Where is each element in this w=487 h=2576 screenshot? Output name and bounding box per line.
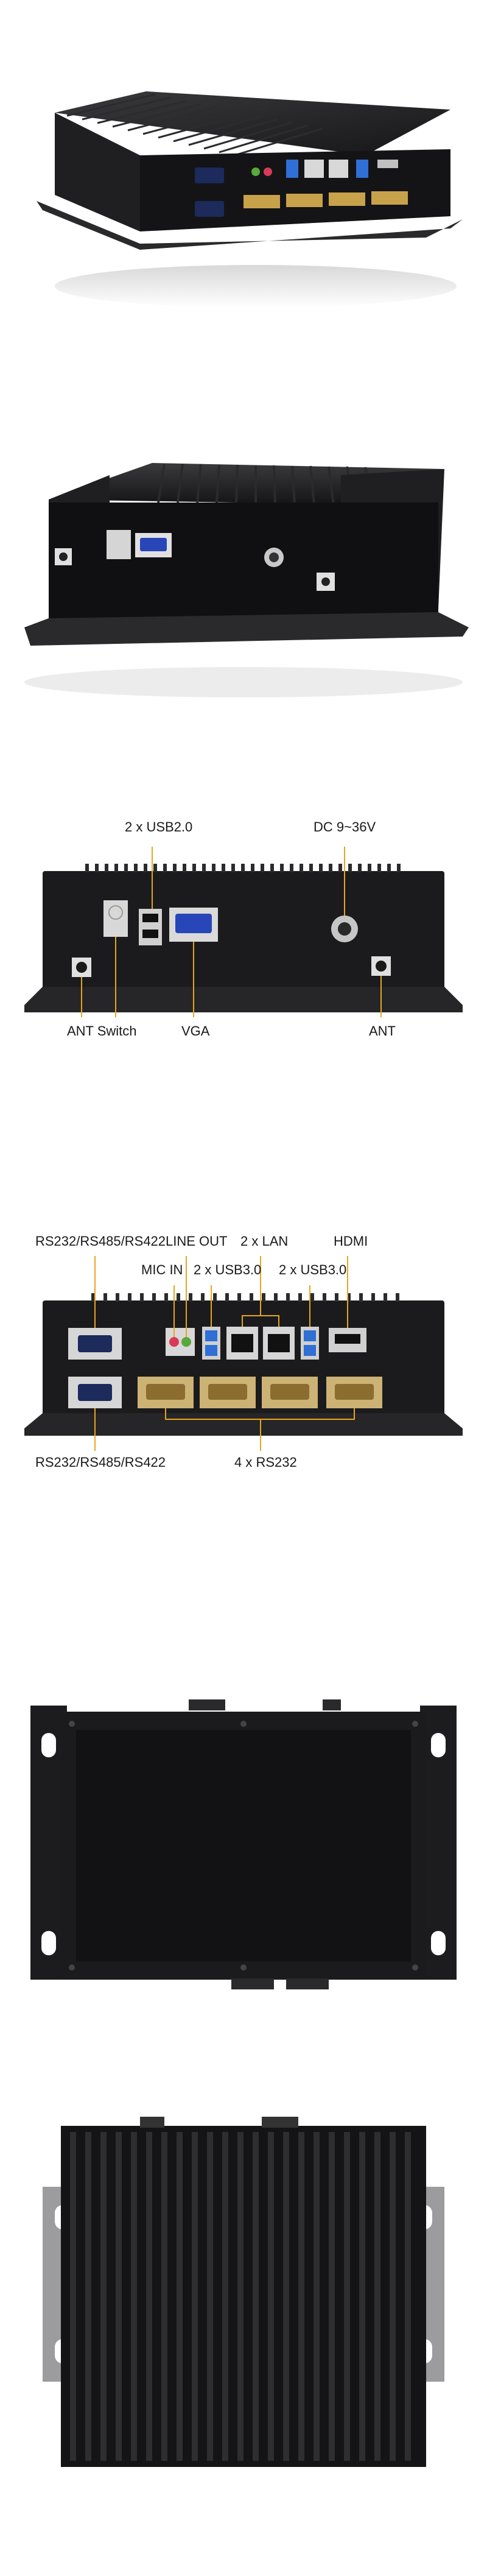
label-rs232: 4 x RS232	[234, 1455, 297, 1470]
label-lan: 2 x LAN	[240, 1233, 289, 1249]
label-usb3-right: 2 x USB3.0	[279, 1262, 347, 1277]
label-usb3-left: 2 x USB3.0	[194, 1262, 262, 1277]
product-photo-bottom-view	[0, 1687, 487, 2004]
label-ant-switch: ANT Switch	[67, 1023, 137, 1039]
label-vga: VGA	[181, 1023, 210, 1039]
label-dc-power: DC 9~36V	[314, 819, 376, 835]
label-hdmi: HDMI	[334, 1233, 368, 1249]
product-photo-rear-perspective	[0, 426, 487, 713]
rear-view-annotated: 2 x USB2.0 DC 9~36V ANT Switch VGA ANT	[0, 804, 487, 1072]
label-rs-bottom: RS232/RS485/RS422	[35, 1455, 166, 1470]
label-line-out: LINE OUT	[166, 1233, 228, 1249]
product-photo-front-perspective	[0, 0, 487, 341]
front-view-annotated: RS232/RS485/RS422 LINE OUT 2 x LAN HDMI …	[0, 1224, 487, 1529]
label-mic-in: MIC IN	[141, 1262, 183, 1277]
product-photo-top-heatsink	[0, 2114, 487, 2491]
label-rs-top: RS232/RS485/RS422	[35, 1233, 166, 1249]
label-ant: ANT	[369, 1023, 396, 1039]
label-usb2: 2 x USB2.0	[125, 819, 193, 835]
